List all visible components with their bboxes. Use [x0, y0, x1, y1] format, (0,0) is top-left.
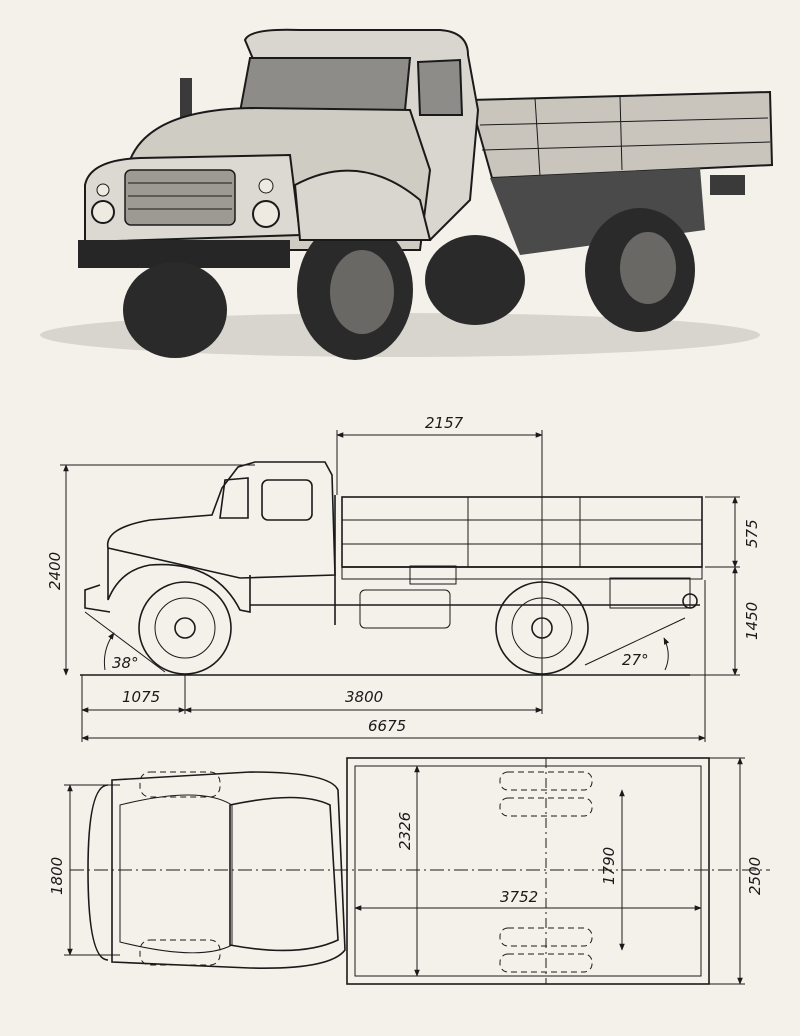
dim-front-track: 1800	[48, 857, 66, 895]
side-view-drawing	[60, 430, 740, 742]
dim-wheelbase: 3800	[345, 688, 383, 706]
dim-overall-width: 2500	[746, 857, 764, 895]
dim-cab-to-rear-axle: 2157	[425, 414, 464, 432]
dim-overall-length: 6675	[368, 717, 406, 735]
dim-body-inner-length: 3752	[500, 888, 538, 906]
dim-front-overhang: 1075	[122, 688, 160, 706]
top-view-drawing	[64, 757, 770, 985]
dim-rear-track: 1790	[600, 847, 618, 885]
truck-photo-icon	[40, 28, 774, 360]
dim-overall-height: 2400	[46, 552, 64, 590]
dim-departure-angle: 27°	[622, 651, 649, 669]
dim-approach-angle: 38°	[112, 654, 139, 672]
dim-body-inner-width: 2326	[396, 812, 414, 850]
dim-platform-height: 1450	[743, 602, 761, 640]
dim-body-side-height: 575	[743, 519, 761, 548]
